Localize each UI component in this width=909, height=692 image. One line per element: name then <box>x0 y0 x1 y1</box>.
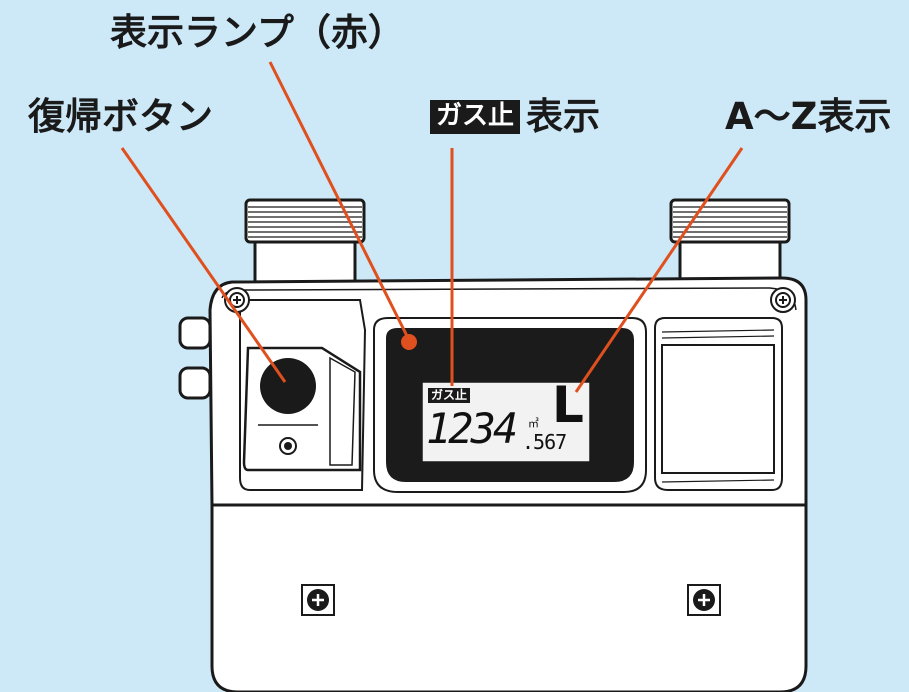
leader-lines <box>120 61 744 393</box>
screw-top-right <box>770 287 796 313</box>
label-indicator-lamp: 表示ランプ（赤） <box>110 11 405 54</box>
lcd-unit: ㎥ <box>528 417 539 430</box>
display-housing <box>373 317 647 493</box>
reset-small-hole <box>279 437 297 455</box>
lcd-gas-stop-indicator: ガス止 <box>428 388 471 404</box>
screw-bottom-right <box>687 584 721 616</box>
reset-button[interactable] <box>260 358 316 414</box>
left-pipe <box>244 198 366 290</box>
meter-lower-body <box>210 503 808 692</box>
gas-stop-suffix: 表示 <box>526 95 601 138</box>
screw-bottom-left <box>301 584 335 616</box>
lcd-decimal-digits: .567 <box>522 430 567 454</box>
side-knobs <box>178 316 212 400</box>
lcd-az-letter: L <box>552 376 584 434</box>
right-pipe <box>669 198 791 290</box>
gas-stop-badge: ガス止 <box>430 100 521 134</box>
label-gas-stop-display: ガス止表示 <box>430 98 600 135</box>
right-window <box>654 317 783 491</box>
label-az-display: A～Z表示 <box>725 95 892 138</box>
lcd-reading-digits: 1234 <box>426 404 518 453</box>
indicator-lamp <box>401 334 417 350</box>
label-reset-button: 復帰ボタン <box>28 95 213 138</box>
